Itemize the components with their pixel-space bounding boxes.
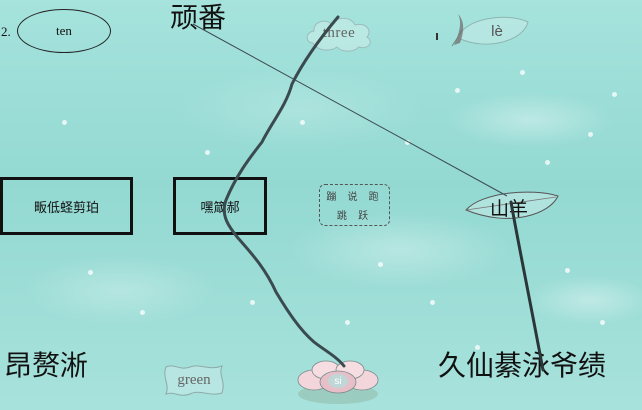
leaf-card-pinyin[interactable]: lè	[450, 10, 532, 52]
cloud-word: three	[322, 24, 356, 41]
prompt-word: ten	[56, 23, 72, 38]
leaf-pinyin: lè	[491, 22, 503, 40]
top-word: 顽番	[170, 1, 227, 34]
prompt-oval[interactable]: ten	[17, 9, 111, 53]
leaf-word: 山羊	[489, 197, 528, 220]
dashed-box-line-2: 跳 跃	[336, 211, 373, 222]
leaf-card-word[interactable]: 山羊	[462, 188, 560, 226]
flower-card[interactable]: si	[292, 360, 384, 406]
scroll-card[interactable]: green	[160, 361, 228, 399]
tick-mark	[436, 33, 438, 40]
dashed-box-line-1: 蹦 说 跑	[326, 192, 383, 203]
dashed-word-box[interactable]: 蹦 说 跑 跳 跃	[319, 184, 390, 226]
hand-drawn-line-straight	[509, 200, 545, 372]
question-number: 2.	[1, 24, 11, 39]
bottom-right-word: 久仙綦泳爷绩	[438, 349, 607, 382]
flower-word: si	[334, 375, 342, 387]
word-box-left[interactable]: 畈低蛏剪珀	[0, 177, 133, 235]
word-box-middle-text: 嘿箴郝	[200, 200, 240, 216]
cloud-card[interactable]: three	[303, 13, 375, 53]
scroll-word: green	[177, 371, 211, 388]
bottom-left-word: 昂赘淅	[4, 349, 89, 382]
word-box-left-text: 畈低蛏剪珀	[33, 200, 99, 216]
scroll-frame	[164, 365, 224, 396]
word-box-middle[interactable]: 嘿箴郝	[173, 177, 267, 235]
